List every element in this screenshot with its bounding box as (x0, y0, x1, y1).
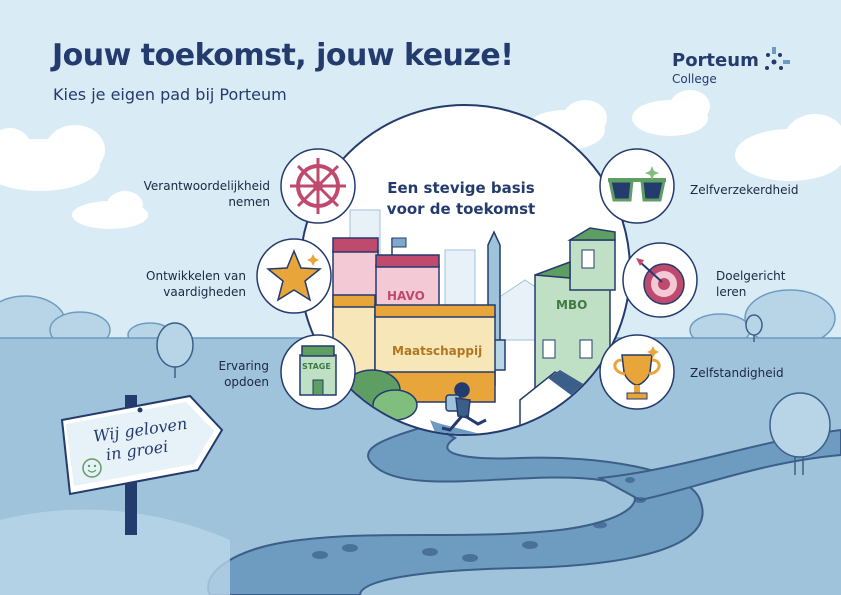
page-subtitle: Kies je eigen pad bij Porteum (53, 85, 287, 104)
walking-student (441, 382, 487, 432)
page-title: Jouw toekomst, jouw keuze! (52, 38, 514, 73)
icon-circle-wheel (280, 148, 356, 224)
tree-right (769, 392, 831, 475)
footprints (312, 477, 646, 562)
skill-label-doelgericht: Doelgericht leren (716, 269, 786, 299)
tree-left (156, 322, 194, 378)
icon-circle-target (622, 242, 698, 318)
signpost (60, 394, 224, 535)
mbo-label: MBO (556, 298, 588, 312)
maatschappij-label: Maatschappij (392, 344, 483, 358)
center-heading-line1: Een stevige basis (387, 179, 535, 197)
sparkle-icon (765, 47, 790, 70)
icon-circle-stage (280, 334, 356, 410)
cloud-left (0, 125, 105, 191)
icon-circle-sunglasses (599, 148, 675, 224)
havo-label: HAVO (387, 289, 425, 303)
logo-name: Porteum (672, 50, 759, 71)
skill-label-verantwoordelijkheid: Verantwoordelijkheid nemen (143, 179, 270, 209)
skill-label-zelfstandigheid: Zelfstandigheid (690, 366, 784, 380)
stage-label: STAGE (302, 362, 331, 371)
center-heading: Een stevige basis voor de toekomst (386, 178, 536, 220)
icon-circle-trophy (599, 334, 675, 410)
skill-label-ontwikkelen: Ontwikkelen van vaardigheden (146, 269, 246, 299)
center-heading-line2: voor de toekomst (386, 200, 536, 218)
skill-label-ervaring: Ervaring opdoen (218, 359, 269, 389)
cloud-left-small (72, 191, 148, 229)
smiley-icon (82, 458, 102, 478)
icon-circle-star (256, 238, 332, 314)
logo-sub: College (672, 72, 717, 86)
tree-small (745, 314, 763, 342)
skill-label-zelfverzekerdheid: Zelfverzekerdheid (690, 183, 799, 197)
